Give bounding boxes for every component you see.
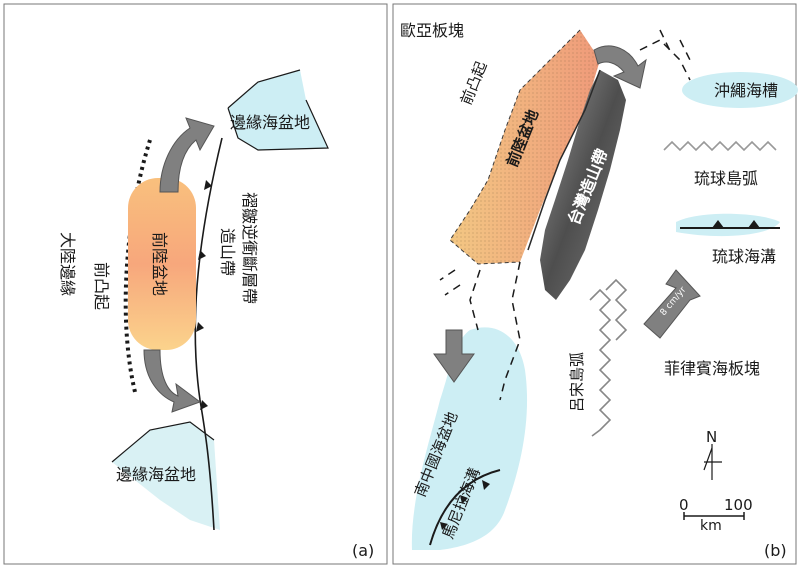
panel-b-tag: (b) bbox=[764, 541, 787, 560]
south-china-sea-shape bbox=[411, 327, 528, 550]
luzon-arc-label: 呂宋島弧 bbox=[568, 352, 586, 412]
manila-trench-line bbox=[429, 469, 501, 546]
panel-b-frame bbox=[392, 3, 797, 565]
plate-motion-arrow bbox=[643, 269, 701, 339]
panel-a-top-basin-label: 邊緣海盆地 bbox=[230, 113, 310, 132]
panel-a-thrust-teeth bbox=[196, 180, 212, 410]
panel-a-arrow-down bbox=[143, 349, 202, 413]
north-arrow bbox=[703, 444, 722, 480]
panel-a-foreland-basin bbox=[128, 178, 196, 350]
panel-a-arrow-up bbox=[159, 117, 215, 193]
panel-a-foreland-label: 前陸盆地 bbox=[150, 232, 169, 296]
panel-a-bottom-basin bbox=[112, 422, 220, 530]
panel-a-forebulge-line bbox=[123, 139, 152, 393]
okinawa-trough-shape bbox=[682, 72, 798, 108]
scale-hundred-label: 100 bbox=[724, 496, 753, 514]
scale-zero-label: 0 bbox=[679, 496, 689, 514]
okinawa-trough-label: 沖繩海槽 bbox=[714, 81, 778, 100]
luzon-arc-zigzag bbox=[589, 288, 612, 437]
taiwan-orogen bbox=[540, 70, 626, 300]
panel-a-continental-margin: 大陸邊緣 bbox=[58, 232, 77, 296]
panel-a-frame bbox=[3, 3, 388, 565]
panel-a-bottom-basin-label: 邊緣海盆地 bbox=[116, 465, 196, 484]
ryukyu-trench-shape bbox=[676, 213, 780, 237]
panel-a-orogen-label: 造山帶 bbox=[218, 228, 237, 276]
ryukyu-trench-label: 琉球海溝 bbox=[712, 247, 776, 266]
philippine-plate-label: 菲律賓海板塊 bbox=[664, 359, 760, 378]
panel-b-arrow-ne bbox=[593, 45, 647, 89]
panel-a-forebulge-label: 前凸起 bbox=[92, 262, 111, 310]
panel-b-forebulge-label: 前凸起 bbox=[457, 59, 491, 107]
north-label: N bbox=[706, 428, 717, 446]
ryukyu-arc-label: 琉球島弧 bbox=[694, 169, 758, 188]
panel-a-tag: (a) bbox=[352, 541, 374, 560]
panel-b-arrow-s bbox=[433, 329, 475, 383]
ryukyu-arc-zigzag bbox=[663, 140, 777, 152]
dashed-faults bbox=[439, 29, 691, 401]
scale-unit-label: km bbox=[700, 518, 722, 534]
panel-a-thrust-label: 褶皺逆衝斷層帶 bbox=[240, 192, 259, 304]
panel-a-top-basin bbox=[228, 70, 328, 150]
eurasian-plate-label: 歐亞板塊 bbox=[400, 21, 464, 40]
scale-bar bbox=[683, 512, 745, 520]
panel-a-thrust-front bbox=[194, 137, 223, 531]
